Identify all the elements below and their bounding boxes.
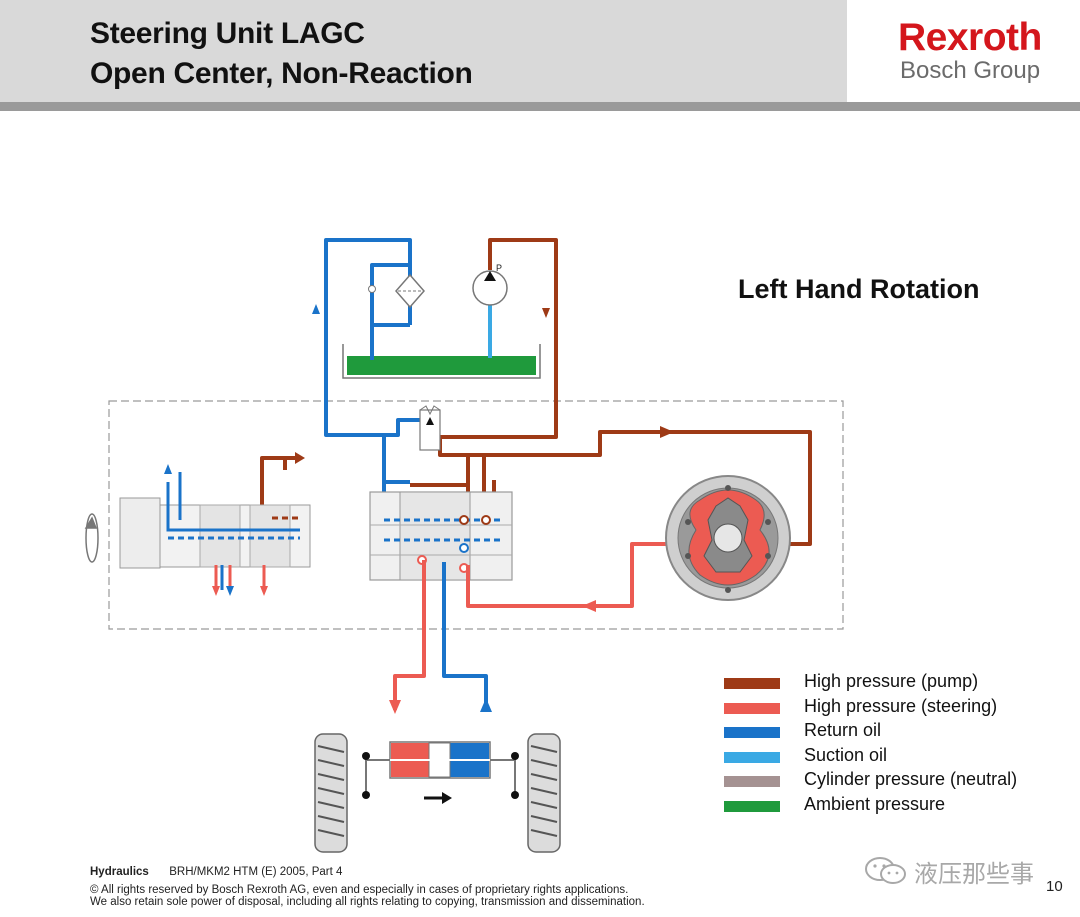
legend-label: Return oil [804, 720, 882, 740]
footer-copyright-line1: © All rights reserved by Bosch Rexroth A… [90, 884, 629, 896]
cylinder-return-line [442, 562, 488, 705]
pump-icon [472, 270, 508, 306]
logo-brand: Rexroth [898, 16, 1042, 59]
legend-item: High pressure (pump) [724, 670, 1044, 695]
filter-icon [368, 273, 425, 309]
legend-item: High pressure (steering) [724, 695, 1044, 720]
footer-copyright-line2: We also retain sole power of disposal, i… [90, 896, 645, 908]
watermark: 液压那些事 [864, 854, 1034, 888]
legend-swatch [724, 702, 780, 714]
logo-area [847, 0, 1080, 102]
footer-section: Hydraulics [90, 866, 149, 878]
steering-cylinder [362, 741, 519, 804]
legend-swatch [724, 678, 780, 689]
tank [342, 344, 541, 379]
legend-label: High pressure (pump) [804, 671, 979, 691]
legend-label: High pressure (steering) [804, 695, 998, 716]
legend-swatch [724, 776, 780, 787]
legend: High pressure (pump) High pressure (stee… [724, 670, 1044, 817]
page-title-line1: Steering Unit LAGC [90, 17, 365, 50]
page-title-line2: Open Center, Non-Reaction [90, 57, 473, 90]
gerotor-unit [665, 475, 791, 601]
wheel-left [314, 733, 348, 853]
footer-doc-ref: BRH/MKM2 HTM (E) 2005, Part 4 [169, 866, 343, 878]
legend-item: Cylinder pressure (neutral) [724, 768, 1044, 793]
flow-arrows [295, 304, 674, 714]
relief-valve-icon [419, 405, 441, 451]
legend-swatch [724, 727, 780, 738]
legend-swatch [724, 800, 780, 812]
rotation-label: Left Hand Rotation [738, 274, 980, 304]
logo-group: Bosch Group [900, 57, 1041, 84]
rotation-direction-icon [84, 513, 99, 563]
legend-item: Return oil [724, 719, 1044, 744]
legend-label: Suction oil [804, 744, 888, 765]
wechat-icon [865, 857, 906, 884]
legend-label: Cylinder pressure (neutral) [804, 769, 1018, 789]
footer-reference: Hydraulics BRH/MKM2 HTM (E) 2005, Part 4 [90, 866, 342, 878]
steering-unit-boundary [108, 400, 844, 630]
spool-sleeve-assembly [119, 464, 311, 596]
page-number: 10 [1046, 878, 1063, 895]
control-valve-block [369, 491, 513, 581]
legend-item: Suction oil [724, 744, 1044, 769]
pump-label: P [496, 263, 502, 273]
legend-item: Ambient pressure [724, 793, 1044, 818]
legend-swatch [724, 751, 780, 763]
legend-label: Ambient pressure [804, 793, 946, 814]
header-rule [0, 102, 1080, 111]
wheel-right [527, 733, 561, 853]
watermark-text: 液压那些事 [914, 859, 1034, 888]
